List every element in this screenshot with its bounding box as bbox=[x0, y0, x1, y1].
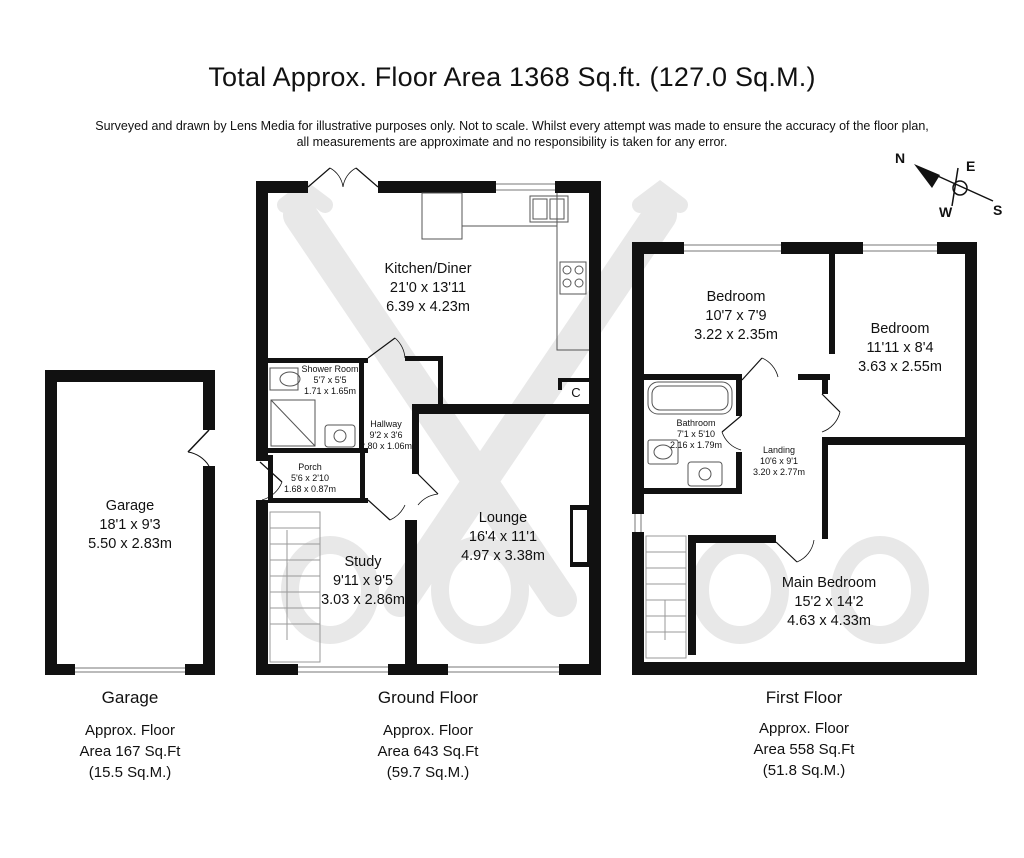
floor-area-line-1: Approx. Floor bbox=[84, 722, 176, 739]
floor-area-line-2: Area 558 Sq.Ft bbox=[753, 741, 855, 758]
floor-name: Garage bbox=[101, 688, 159, 707]
room-size-imperial: 15'2 x 14'2 bbox=[794, 594, 864, 610]
room-size-imperial: 11'11 x 8'4 bbox=[866, 340, 934, 356]
disclaimer-line-1: Surveyed and drawn by Lens Media for ill… bbox=[95, 119, 929, 133]
room-name: Landing bbox=[762, 445, 796, 455]
room-size-imperial: 16'4 x 11'1 bbox=[468, 529, 538, 545]
compass-west-label: W bbox=[939, 204, 953, 220]
room-size-metric: 2.80 x 1.06m bbox=[359, 441, 413, 451]
room-size-metric: 6.39 x 4.23m bbox=[386, 299, 470, 315]
room-name: Kitchen/Diner bbox=[384, 261, 472, 277]
floor-caption-garage: Garage Approx. Floor Area 167 Sq.Ft (15.… bbox=[80, 688, 181, 783]
room-name: Study bbox=[344, 554, 382, 570]
room-label-landing: Landing 10'6 x 9'1 3.20 x 2.77m bbox=[753, 445, 805, 478]
room-size-imperial: 10'6 x 9'1 bbox=[760, 456, 798, 466]
room-name: Main Bedroom bbox=[781, 575, 877, 591]
room-label-porch: Porch 5'6 x 2'10 1.68 x 0.87m bbox=[284, 462, 336, 495]
room-label-bedroom-2: Bedroom 11'11 x 8'4 3.63 x 2.55m bbox=[858, 320, 942, 377]
floor-area-line-3: (15.5 Sq.M.) bbox=[88, 764, 172, 781]
garage-plan bbox=[45, 370, 215, 675]
room-label-cupboard: C bbox=[571, 385, 581, 400]
compass-east-label: E bbox=[966, 158, 976, 174]
disclaimer-line-2: all measurements are approximate and no … bbox=[296, 135, 728, 149]
room-size-metric: 4.97 x 3.38m bbox=[461, 548, 545, 564]
room-size-imperial: 5'7 x 5'5 bbox=[313, 375, 347, 385]
room-size-imperial: 10'7 x 7'9 bbox=[705, 308, 767, 324]
floor-area-line-1: Approx. Floor bbox=[382, 722, 474, 739]
page-title: Total Approx. Floor Area 1368 Sq.ft. (12… bbox=[208, 62, 816, 92]
room-size-imperial: 9'2 x 3'6 bbox=[369, 430, 403, 440]
room-size-metric: 1.68 x 0.87m bbox=[283, 484, 337, 494]
room-size-imperial: 5'6 x 2'10 bbox=[291, 473, 329, 483]
room-label-bathroom: Bathroom 7'1 x 5'10 2.16 x 1.79m bbox=[670, 418, 722, 451]
floor-name: Ground Floor bbox=[377, 688, 479, 707]
room-label-lounge: Lounge 16'4 x 11'1 4.97 x 3.38m bbox=[461, 509, 545, 566]
ground-floor-plan bbox=[256, 167, 601, 675]
room-label-garage: Garage 18'1 x 9'3 5.50 x 2.83m bbox=[88, 497, 172, 554]
room-name: Bedroom bbox=[706, 289, 766, 305]
room-label-main-bedroom: Main Bedroom 15'2 x 14'2 4.63 x 4.33m bbox=[782, 574, 876, 631]
floor-area-line-3: (59.7 Sq.M.) bbox=[386, 764, 470, 781]
room-label-shower-room: Shower Room 5'7 x 5'5 1.71 x 1.65m bbox=[301, 364, 358, 397]
floor-caption-first: First Floor Approx. Floor Area 558 Sq.Ft… bbox=[754, 688, 855, 781]
room-size-metric: 4.63 x 4.33m bbox=[787, 613, 871, 629]
room-size-imperial: 18'1 x 9'3 bbox=[99, 517, 161, 533]
room-size-imperial: 7'1 x 5'10 bbox=[677, 429, 715, 439]
floor-name: First Floor bbox=[765, 688, 843, 707]
room-size-metric: 3.22 x 2.35m bbox=[694, 327, 778, 343]
compass-icon bbox=[914, 164, 994, 207]
room-name: Shower Room bbox=[301, 364, 359, 374]
floor-area-line-2: Area 643 Sq.Ft bbox=[377, 743, 479, 760]
room-size-metric: 3.63 x 2.55m bbox=[858, 359, 942, 375]
room-label-kitchen: Kitchen/Diner 21'0 x 13'11 6.39 x 4.23m bbox=[384, 260, 471, 317]
room-label-bedroom-1: Bedroom 10'7 x 7'9 3.22 x 2.35m bbox=[694, 288, 778, 345]
floor-area-line-3: (51.8 Sq.M.) bbox=[762, 762, 846, 779]
floor-area-line-1: Approx. Floor bbox=[758, 720, 850, 737]
room-size-metric: 2.16 x 1.79m bbox=[669, 440, 723, 450]
room-size-metric: 5.50 x 2.83m bbox=[88, 536, 172, 552]
compass-south-label: S bbox=[993, 202, 1003, 218]
room-size-metric: 3.03 x 2.86m bbox=[321, 592, 405, 608]
room-name: Bathroom bbox=[676, 418, 716, 428]
room-label-hallway: Hallway 9'2 x 3'6 2.80 x 1.06m bbox=[360, 419, 412, 452]
room-size-metric: 1.71 x 1.65m bbox=[303, 386, 357, 396]
compass-north-label: N bbox=[895, 150, 906, 166]
room-size-imperial: 9'11 x 9'5 bbox=[332, 573, 394, 589]
room-size-metric: 3.20 x 2.77m bbox=[752, 467, 806, 477]
floor-caption-ground: Ground Floor Approx. Floor Area 643 Sq.F… bbox=[378, 688, 479, 783]
room-name: Garage bbox=[105, 498, 155, 514]
floor-area-line-2: Area 167 Sq.Ft bbox=[79, 743, 181, 760]
room-name: Lounge bbox=[478, 510, 528, 526]
room-label-study: Study 9'11 x 9'5 3.03 x 2.86m bbox=[321, 553, 405, 610]
room-name: Bedroom bbox=[870, 321, 930, 337]
disclaimer: Surveyed and drawn by Lens Media for ill… bbox=[20, 118, 1004, 150]
first-floor-plan bbox=[632, 242, 977, 675]
room-name: Porch bbox=[298, 462, 322, 472]
room-size-imperial: 21'0 x 13'11 bbox=[389, 280, 467, 296]
room-name: Hallway bbox=[370, 419, 402, 429]
